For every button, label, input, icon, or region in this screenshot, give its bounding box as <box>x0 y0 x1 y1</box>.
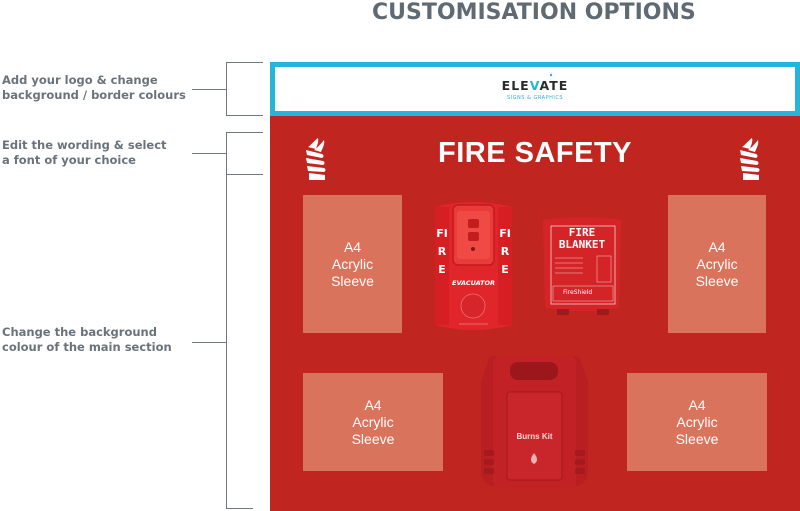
header-panel[interactable]: ELEVATE SIGNS & GRAPHICS <box>270 62 800 116</box>
sleeve-line: A4 <box>688 396 706 413</box>
bracket-wording-top <box>226 132 263 133</box>
bracket-logo-stub <box>192 89 227 90</box>
annotation-line: Change the background <box>2 325 157 339</box>
sleeve-line: Acrylic <box>331 255 374 272</box>
bracket-background-vertical <box>226 175 227 509</box>
annotation-line: background / border colours <box>2 88 186 102</box>
annotation-logo: Add your logo & change background / bord… <box>2 73 192 103</box>
main-panel[interactable]: FIRE SAFETY A4 Acrylic Sleeve A4 Acrylic… <box>270 116 800 511</box>
bracket-logo-vertical <box>226 62 227 115</box>
burns-kit-product[interactable]: Burns Kit <box>478 352 591 495</box>
annotation-wording: Edit the wording & select a font of your… <box>2 138 192 168</box>
fire-blanket-product[interactable]: FIRE BLANKET FireShield <box>541 214 623 316</box>
acrylic-sleeve[interactable]: A4 Acrylic Sleeve <box>303 195 402 333</box>
sleeve-line: Sleeve <box>695 272 739 289</box>
logo-wordmark: ELEVATE <box>501 73 569 93</box>
annotation-line: Edit the wording & select <box>2 138 167 152</box>
annotation-line: a font of your choice <box>2 153 136 167</box>
logo-text-left: ELE <box>501 78 530 93</box>
bracket-background-bottom <box>226 508 253 509</box>
acrylic-sleeve[interactable]: A4 Acrylic Sleeve <box>668 195 766 333</box>
blanket-label-line2: BLANKET <box>558 238 606 251</box>
sleeve-line: Acrylic <box>676 413 718 430</box>
fire-blanket-image <box>543 217 621 315</box>
sleeve-line: Acrylic <box>352 413 394 430</box>
sleeve-line: Acrylic <box>696 255 738 272</box>
bracket-wording-vertical <box>226 132 227 175</box>
sleeve-line: Sleeve <box>331 272 374 289</box>
logo-text-mark: V <box>529 78 540 93</box>
alarm-side-text-left: FIRE <box>436 227 448 276</box>
bracket-wording-bottom <box>226 174 263 175</box>
fire-symbol-icon <box>306 138 326 180</box>
annotation-line: colour of the main section <box>2 340 172 354</box>
alarm-brand-label: EVACUATOR <box>452 279 495 287</box>
alarm-side-text-right: FIRE <box>499 227 511 276</box>
bracket-logo-top <box>226 62 263 63</box>
sign-title[interactable]: FIRE SAFETY <box>437 137 632 169</box>
acrylic-sleeve[interactable]: A4 Acrylic Sleeve <box>627 373 767 471</box>
burns-kit-label: Burns Kit <box>516 432 553 441</box>
sleeve-line: Sleeve <box>675 430 719 447</box>
annotation-line: Add your logo & change <box>2 73 158 87</box>
acrylic-sleeve[interactable]: A4 Acrylic Sleeve <box>303 373 443 471</box>
bracket-background-stub <box>192 342 227 343</box>
fire-alarm-product[interactable]: FIRE FIRE EVACUATOR <box>431 199 516 333</box>
logo-spark-icon <box>549 73 552 77</box>
sleeve-line: A4 <box>708 238 726 255</box>
annotation-background: Change the background colour of the main… <box>2 325 192 355</box>
bracket-wording-stub <box>192 153 227 154</box>
company-logo: ELEVATE SIGNS & GRAPHICS <box>275 73 795 101</box>
fire-alarm-image <box>435 202 512 330</box>
blanket-label-line1: FIRE <box>568 226 596 239</box>
fire-symbol-icon <box>740 138 760 180</box>
bracket-logo-bottom <box>226 115 263 116</box>
sleeve-line: A4 <box>364 396 382 413</box>
burns-kit-image <box>481 356 588 488</box>
sleeve-line: Sleeve <box>351 430 395 447</box>
logo-tagline: SIGNS & GRAPHICS <box>507 95 563 101</box>
page-title: CUSTOMISATION OPTIONS <box>372 0 696 25</box>
sleeve-line: A4 <box>343 238 362 255</box>
logo-text-right: ATE <box>539 78 569 93</box>
blanket-brand-label: FireShield <box>563 289 593 296</box>
